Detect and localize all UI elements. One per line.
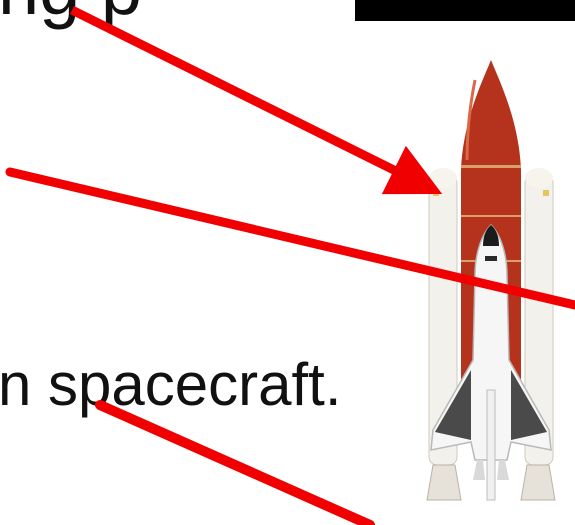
top-partial-text: ng p <box>0 0 142 26</box>
black-box-top-right <box>355 0 575 21</box>
caption-text: n spacecraft. <box>0 355 342 415</box>
line-bottom <box>100 405 370 525</box>
space-shuttle-image <box>405 60 575 520</box>
arrow-to-tank <box>72 10 418 182</box>
